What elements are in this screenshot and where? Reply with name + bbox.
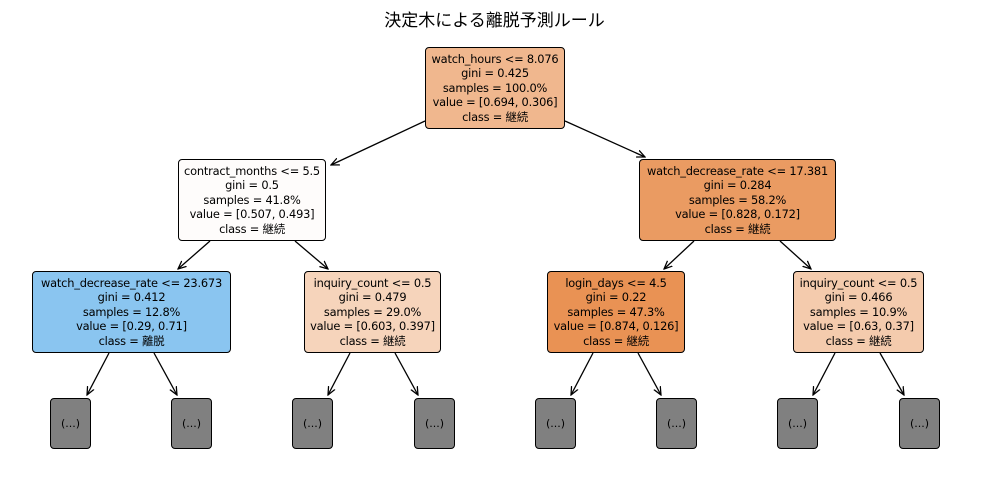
truncated-label: (...) — [181, 417, 202, 430]
node-gini: gini = 0.284 — [703, 178, 772, 193]
node-class: class = 継続 — [825, 333, 892, 348]
truncated-node: (...) — [899, 398, 940, 449]
tree-edge-LR-t3 — [394, 352, 418, 395]
truncated-label: (...) — [909, 417, 930, 430]
node-class: class = 継続 — [704, 221, 771, 236]
truncated-label: (...) — [545, 417, 566, 430]
node-value: value = [0.63, 0.37] — [803, 319, 914, 334]
tree-node-left-left: watch_decrease_rate <= 23.673 gini = 0.4… — [32, 271, 231, 353]
truncated-node: (...) — [777, 398, 818, 449]
tree-edge-RR-t6 — [813, 352, 836, 395]
node-class: class = 継続 — [462, 109, 528, 124]
truncated-label: (...) — [787, 417, 808, 430]
node-gini: gini = 0.5 — [225, 178, 279, 193]
node-value: value = [0.828, 0.172] — [675, 207, 800, 222]
tree-node-left-right: inquiry_count <= 0.5 gini = 0.479 sample… — [304, 271, 441, 353]
node-value: value = [0.603, 0.397] — [310, 319, 435, 334]
node-samples: samples = 58.2% — [688, 192, 787, 207]
tree-edge-LL-t0 — [87, 352, 110, 395]
tree-edge-LL-t1 — [153, 352, 177, 395]
truncated-node: (...) — [656, 398, 697, 449]
tree-edge-R-RL — [664, 240, 695, 269]
node-split: watch_hours <= 8.076 — [431, 51, 559, 66]
node-split: login_days <= 4.5 — [565, 275, 667, 290]
node-gini: gini = 0.22 — [585, 290, 647, 305]
node-gini: gini = 0.425 — [461, 66, 529, 81]
tree-node-right-left: login_days <= 4.5 gini = 0.22 samples = … — [547, 271, 685, 353]
truncated-label: (...) — [60, 417, 81, 430]
tree-edge-L-LL — [178, 240, 211, 269]
node-split: watch_decrease_rate <= 17.381 — [646, 163, 829, 178]
truncated-label: (...) — [302, 417, 323, 430]
node-split: contract_months <= 5.5 — [184, 163, 320, 178]
node-class: class = 継続 — [339, 333, 406, 348]
node-samples: samples = 10.9% — [809, 304, 908, 319]
node-samples: samples = 100.0% — [442, 80, 548, 95]
tree-edge-RL-t4 — [571, 352, 594, 395]
truncated-node: (...) — [414, 398, 455, 449]
node-samples: samples = 29.0% — [323, 304, 422, 319]
node-split: inquiry_count <= 0.5 — [799, 275, 918, 290]
node-class: class = 離脱 — [98, 333, 165, 348]
truncated-label: (...) — [666, 417, 687, 430]
node-value: value = [0.29, 0.71] — [76, 319, 187, 334]
node-value: value = [0.507, 0.493] — [189, 207, 315, 222]
chart-title: 決定木による離脱予測ルール — [384, 11, 605, 31]
node-samples: samples = 47.3% — [567, 304, 665, 319]
truncated-label: (...) — [424, 417, 445, 430]
node-samples: samples = 41.8% — [203, 192, 301, 207]
node-class: class = 継続 — [219, 221, 285, 236]
node-value: value = [0.874, 0.126] — [553, 319, 679, 334]
node-gini: gini = 0.479 — [338, 290, 407, 305]
node-samples: samples = 12.8% — [82, 304, 181, 319]
truncated-node: (...) — [292, 398, 333, 449]
tree-node-root: watch_hours <= 8.076 gini = 0.425 sample… — [425, 47, 565, 129]
tree-edge-root-R — [564, 120, 645, 157]
tree-node-right: watch_decrease_rate <= 17.381 gini = 0.2… — [639, 159, 836, 241]
tree-edge-RR-t7 — [879, 352, 904, 395]
truncated-node: (...) — [535, 398, 576, 449]
tree-edge-L-LR — [294, 240, 328, 269]
truncated-node: (...) — [50, 398, 91, 449]
tree-edge-LR-t2 — [328, 352, 351, 395]
tree-edge-root-L — [331, 120, 426, 165]
node-class: class = 継続 — [583, 333, 649, 348]
tree-edge-RL-t5 — [637, 352, 661, 395]
node-gini: gini = 0.412 — [97, 290, 166, 305]
node-split: watch_decrease_rate <= 23.673 — [40, 275, 223, 290]
node-split: inquiry_count <= 0.5 — [313, 275, 432, 290]
tree-node-left: contract_months <= 5.5 gini = 0.5 sample… — [178, 159, 326, 241]
truncated-node: (...) — [171, 398, 212, 449]
node-value: value = [0.694, 0.306] — [432, 95, 558, 110]
node-gini: gini = 0.466 — [824, 290, 893, 305]
tree-node-right-right: inquiry_count <= 0.5 gini = 0.466 sample… — [793, 271, 924, 353]
tree-edge-R-RR — [779, 240, 811, 269]
